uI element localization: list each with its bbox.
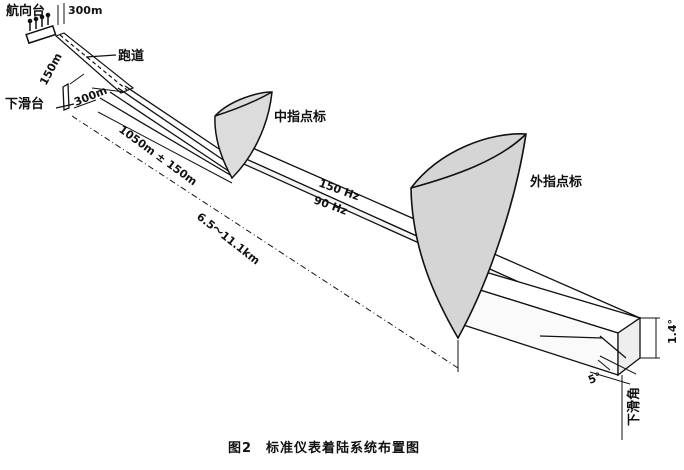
runway [54,32,135,94]
glideslope-label: 下滑台 [5,96,44,112]
figure-caption: 图2 标准仪表着陆系统布置图 [228,440,420,456]
localizer-offset-label: 300m [68,4,102,17]
outer-marker-label: 外指点标 [529,174,582,190]
beam-angle-annotations [589,317,660,440]
localizer-offset-bracket [57,3,65,25]
beam-width-label: 5° [586,370,603,387]
outer-marker-distance-label: 6.5～11.1km [194,210,262,267]
gs-longitudinal-label: 300m [72,84,109,109]
localizer-antenna-icon [25,12,57,45]
distance-dimension-lines [71,111,459,372]
glideslope-antenna-icon [55,82,75,111]
glideslope-offset-lines [69,73,126,109]
runway-label: 跑道 [118,48,144,64]
approach-beam [99,85,642,377]
middle-marker-label: 中指点标 [274,109,326,125]
gs-lateral-label: 150m [37,51,65,88]
glide-angle-label: 下滑角 [626,387,642,426]
beam-thickness-label: 1.4° [666,319,679,344]
runway-leader-line [85,54,117,58]
outer-marker-lobe [410,133,527,340]
middle-marker-lobe [214,91,273,180]
localizer-label: 航向台 [6,3,45,19]
